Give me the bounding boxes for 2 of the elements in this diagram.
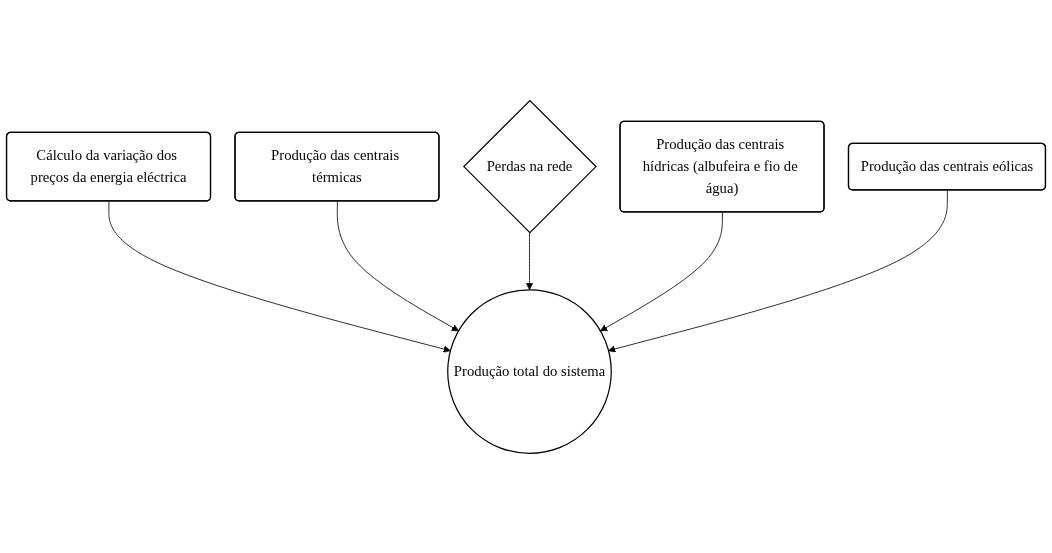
node-circle: Produção total do sistema [447, 288, 612, 454]
node-diamond: Perdas na rede [462, 99, 597, 234]
